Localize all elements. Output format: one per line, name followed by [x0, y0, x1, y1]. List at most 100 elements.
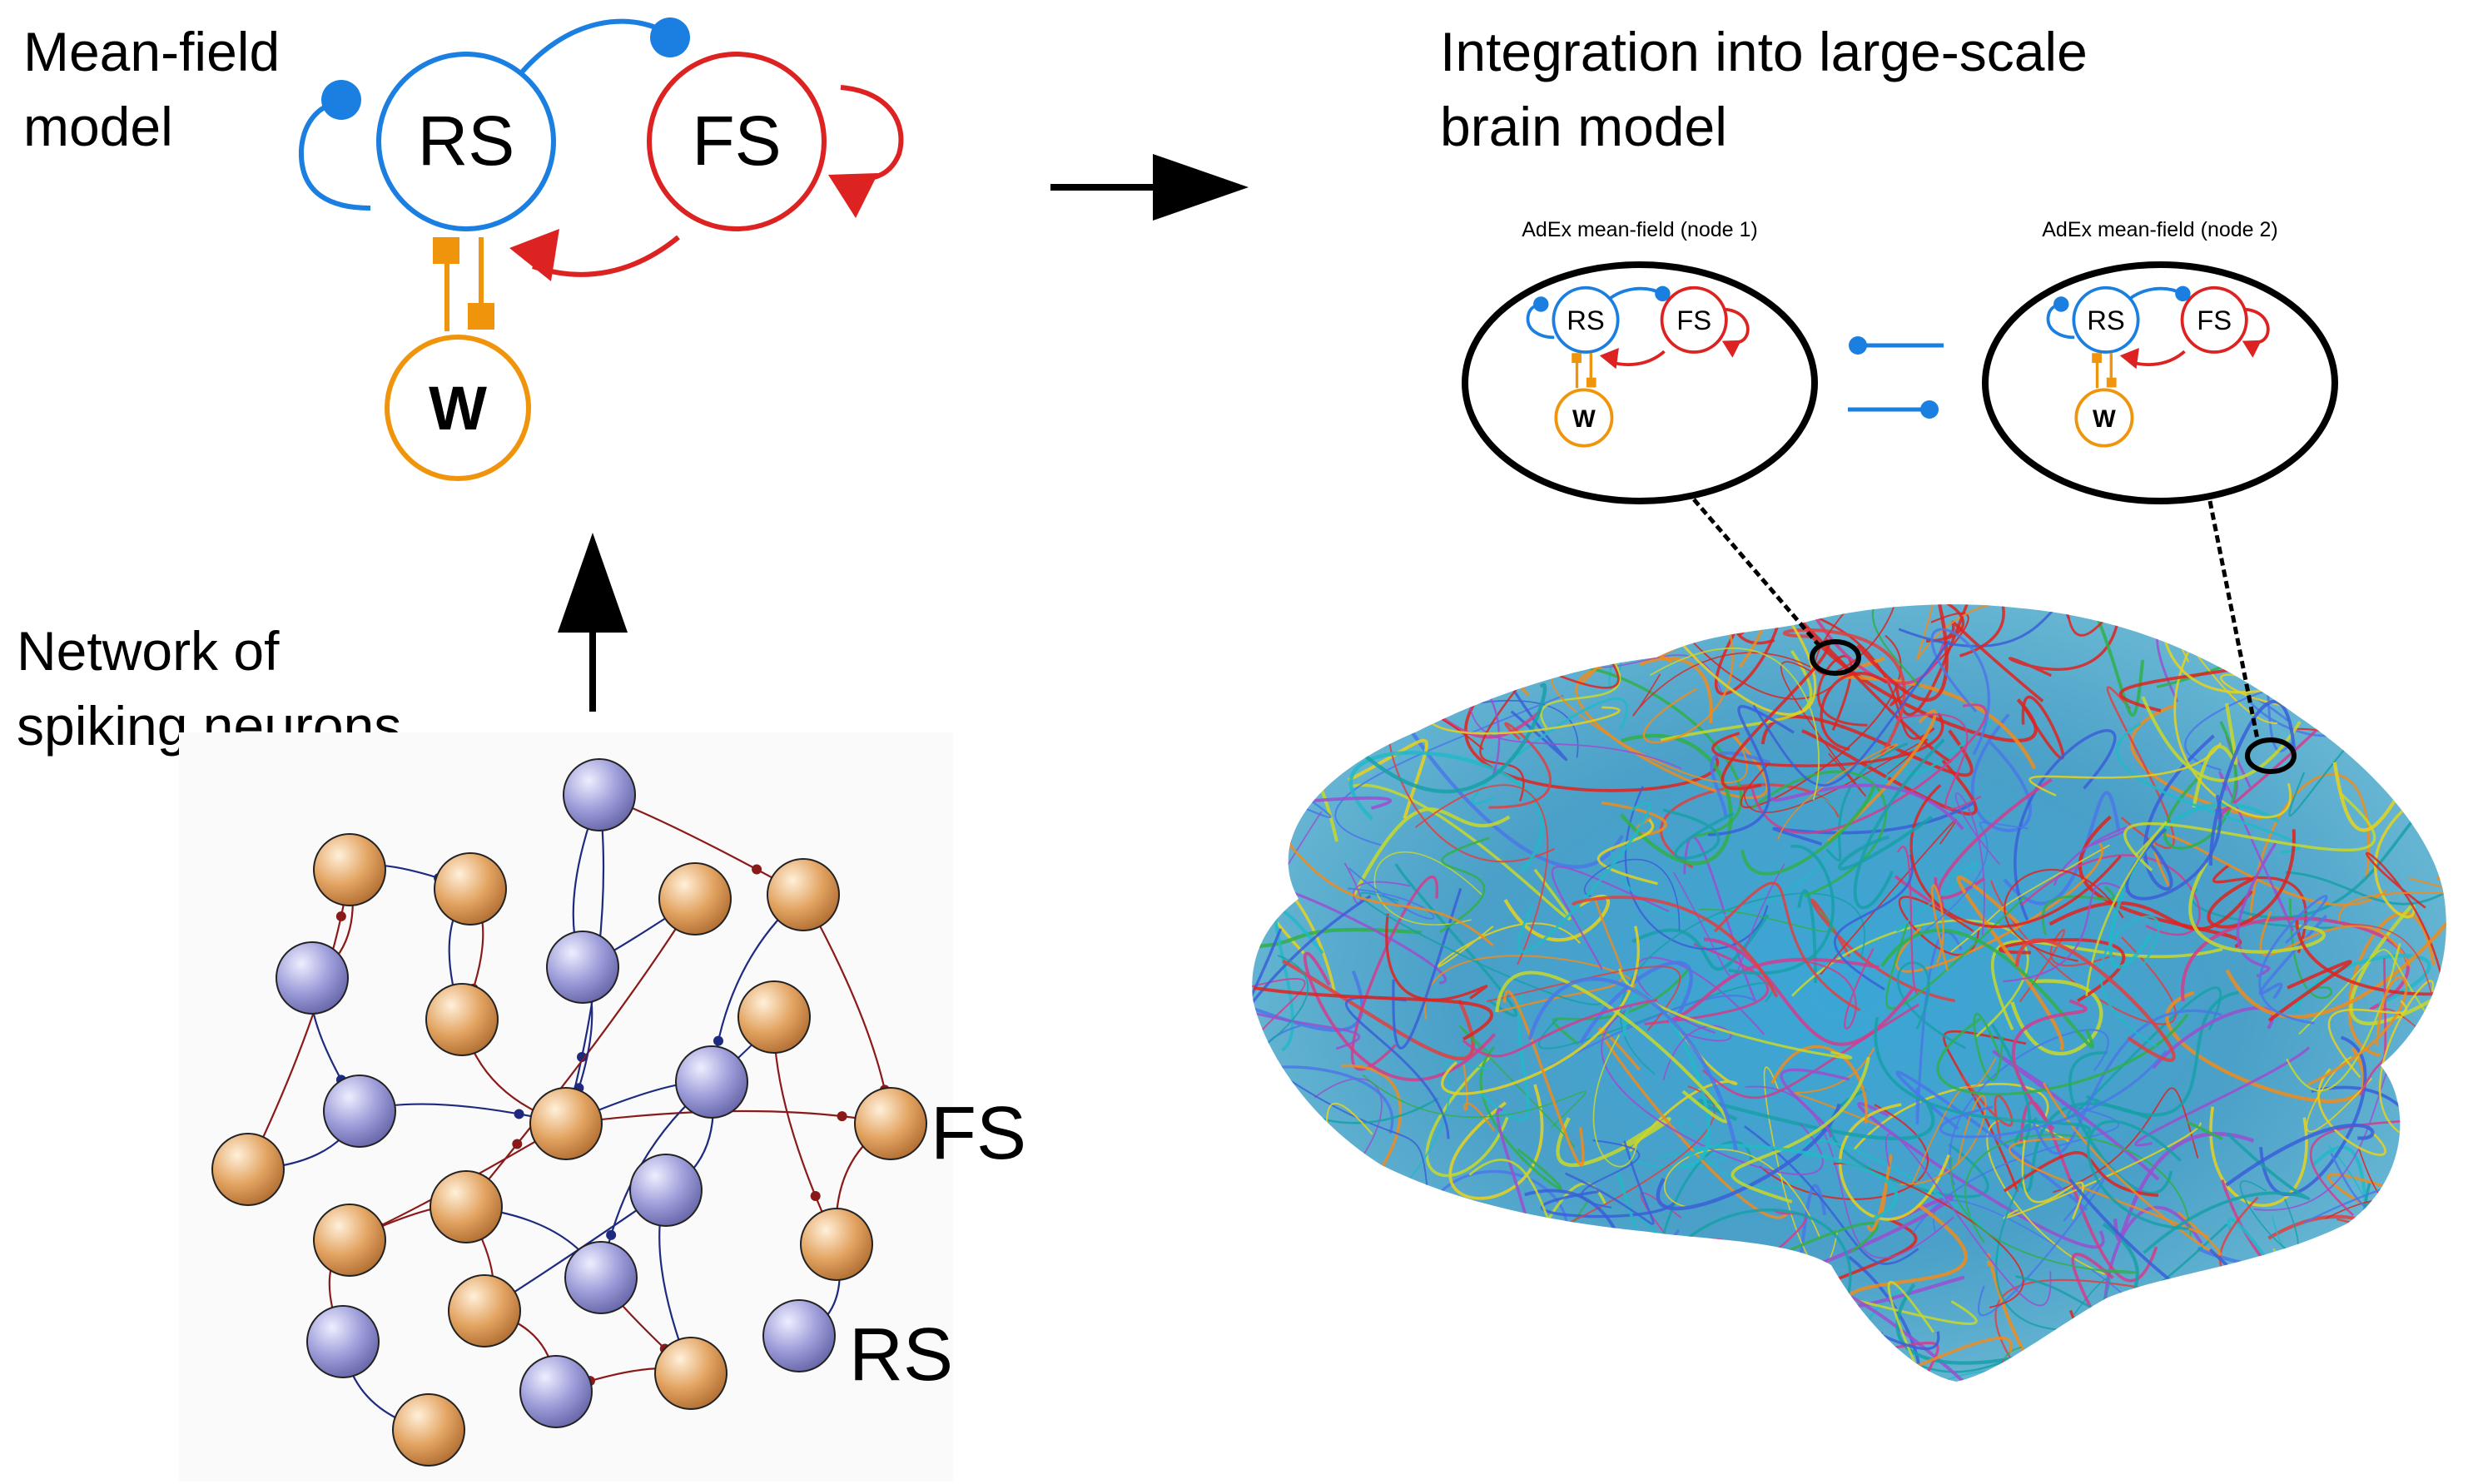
w-to-rs-synapse-icon [1572, 353, 1582, 364]
fs-neuron [434, 852, 507, 926]
fiber [2327, 1387, 2413, 1459]
fiber [2011, 999, 2088, 1130]
fiber [2364, 604, 2446, 617]
network-rs-label: RS [849, 1313, 953, 1397]
fiber [2188, 861, 2326, 954]
fiber [2031, 1009, 2222, 1155]
fiber [1990, 880, 2177, 1025]
rs-to-fs-synapse-icon [2175, 285, 2191, 302]
fiber [1936, 777, 2053, 900]
fiber [1554, 604, 1706, 619]
fiber [1916, 604, 2029, 661]
fiber [2099, 915, 2160, 1047]
fiber [1826, 709, 1937, 843]
fiber [2181, 916, 2410, 1011]
rs-neuron [563, 758, 636, 831]
synapse-dot [713, 1035, 723, 1046]
fiber [2152, 832, 2387, 906]
fiber [1887, 1281, 1934, 1382]
fs-self-arrowhead-icon [828, 173, 878, 218]
fiber [1544, 1238, 1736, 1382]
fiber [2065, 604, 2173, 637]
fiber [1453, 1223, 1607, 1382]
fiber [2209, 1106, 2308, 1207]
fiber [1252, 1247, 1258, 1340]
fiber [1960, 1075, 2014, 1139]
fiber [1646, 1285, 1790, 1368]
fs-neuron [313, 1204, 386, 1277]
adaptation-node [385, 335, 531, 481]
fiber [1348, 867, 1435, 920]
fiber [1252, 614, 1380, 707]
fiber [1815, 1255, 1922, 1382]
fiber [1443, 1218, 1565, 1381]
fiber [1780, 661, 1866, 797]
fiber [1930, 628, 1990, 756]
fiber [1664, 1149, 1821, 1238]
fiber [1697, 1099, 1935, 1141]
fiber [1252, 1160, 1339, 1281]
fiber [1495, 970, 1729, 1124]
synapse-dot [335, 911, 346, 921]
fiber [2389, 1352, 2446, 1382]
synapse-dot [752, 864, 762, 875]
fiber [2228, 1327, 2408, 1382]
fiber [1662, 808, 1735, 860]
fiber [2207, 604, 2423, 610]
mini-rs-node [1552, 285, 1620, 354]
fiber [2186, 1120, 2223, 1140]
synapse-dot [514, 1109, 524, 1119]
fiber [2363, 692, 2446, 735]
fiber [1252, 1251, 1314, 1382]
fiber [2114, 1284, 2222, 1366]
fiber [1632, 652, 1827, 717]
fiber [1572, 896, 1779, 998]
rs-neuron [675, 1045, 748, 1119]
fiber [2423, 604, 2446, 740]
fiber [1688, 1144, 1899, 1221]
fiber [1780, 1068, 1850, 1139]
fiber [1372, 604, 1530, 630]
fs-neuron [800, 1208, 873, 1281]
fiber [1791, 604, 2038, 742]
fiber [2302, 1168, 2446, 1238]
fiber [2411, 1214, 2446, 1279]
fiber [1609, 794, 1843, 919]
mini-fs-node [1660, 285, 1728, 354]
fiber [1752, 604, 1953, 764]
fiber [1448, 1084, 1544, 1200]
node1-to-node2-synapse-icon [1920, 400, 1939, 419]
fiber [1880, 928, 2094, 1049]
fiber [1656, 1104, 1841, 1211]
fiber [1267, 1175, 1386, 1255]
fiber [1894, 875, 1944, 909]
fiber [2378, 980, 2435, 1141]
fiber [1281, 834, 1494, 947]
fiber [1252, 605, 1336, 763]
fiber [1683, 836, 1757, 1002]
fiber [1741, 784, 1876, 876]
fiber [1394, 863, 1518, 1017]
fiber [2317, 1068, 2386, 1156]
fiber [1341, 604, 1518, 620]
fiber [1373, 1060, 1494, 1220]
fiber [1575, 665, 1769, 800]
fiber [1642, 630, 1734, 744]
fiber [1662, 1025, 1732, 1081]
fiber [2043, 1082, 2222, 1256]
fiber [2307, 975, 2408, 1086]
mini-rs-label: RS [1567, 305, 1605, 335]
fiber [1885, 896, 2026, 1010]
fiber [1471, 697, 1628, 805]
inter-node-connections [1848, 336, 1944, 419]
fiber [1252, 899, 1361, 1050]
fiber [2123, 792, 2376, 872]
fiber [2041, 886, 2115, 936]
fiber [1362, 1074, 1587, 1129]
fiber [1487, 1300, 1630, 1382]
fiber [1858, 1362, 1939, 1382]
fiber [1894, 604, 1989, 717]
mini-fs-node [2180, 285, 2248, 354]
